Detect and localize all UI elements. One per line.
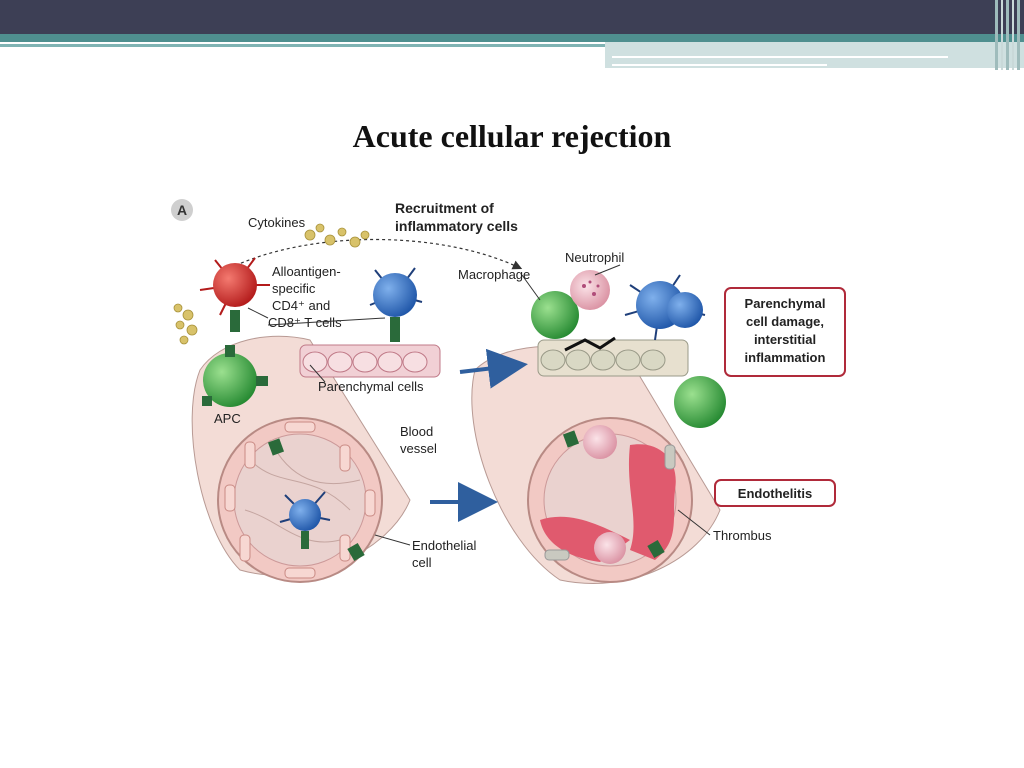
header-edge-stripes: [995, 0, 1020, 70]
label-endothelitis: Endothelitis: [738, 486, 812, 501]
progression-arrow-upper: [459, 348, 528, 389]
red-t-cell: [199, 257, 270, 332]
apc-cell: [202, 345, 268, 407]
neutrophil-cell: [570, 270, 610, 310]
header-bar: [0, 0, 1024, 34]
label-tcells-3: CD4⁺ and: [272, 298, 330, 313]
label-neutrophil: Neutrophil: [565, 250, 624, 265]
damage-line-2: cell damage,: [746, 314, 824, 329]
label-parenchymal-cells: Parenchymal cells: [318, 379, 424, 394]
label-endothelial-1: Endothelial: [412, 538, 476, 553]
label-recruitment-1: Recruitment of: [395, 200, 494, 216]
label-blood-1: Blood: [400, 424, 433, 439]
damage-box: Parenchymal cell damage, interstitial in…: [724, 287, 846, 377]
label-tcells-1: Alloantigen-: [272, 264, 341, 279]
left-parenchymal-cells: [299, 344, 441, 378]
label-recruitment-2: inflammatory cells: [395, 218, 518, 234]
label-tcells-2: specific: [272, 281, 316, 296]
blue-t-cell-upper: [369, 267, 423, 342]
neutrophil-vessel-lower: [594, 532, 626, 564]
slide-title: Acute cellular rejection: [352, 118, 672, 154]
neutrophil-vessel-upper: [583, 425, 617, 459]
damage-line-4: inflammation: [745, 350, 826, 365]
blue-t-cell-right: [624, 274, 706, 341]
header-right-line: [612, 56, 948, 58]
label-thrombus: Thrombus: [713, 528, 772, 543]
macrophage-cell: [531, 291, 579, 339]
panel-label-badge: A: [171, 199, 193, 221]
label-blood-2: vessel: [400, 441, 437, 456]
label-macrophage: Macrophage: [458, 267, 530, 282]
endothelitis-box: Endothelitis: [714, 479, 836, 507]
green-cell-right: [674, 376, 726, 428]
pointer-lines: [247, 264, 711, 546]
label-cytokines: Cytokines: [248, 215, 306, 230]
cytokine-particles: [173, 223, 370, 345]
header-thin-line: [0, 44, 605, 47]
header-right-block: [605, 42, 1024, 68]
label-apc: APC: [214, 411, 241, 426]
right-parenchymal-cells: [537, 336, 689, 377]
endothelial-markers-left: [267, 438, 365, 562]
panel-label: A: [177, 202, 187, 218]
rejection-diagram: A: [171, 199, 846, 584]
header-right-line-short: [612, 64, 827, 66]
endothelial-markers-right: [562, 430, 665, 559]
blue-t-cell-vessel: [279, 491, 331, 549]
damage-line-3: interstitial: [754, 332, 816, 347]
damage-line-1: Parenchymal: [745, 296, 826, 311]
header-accent-bar: [0, 34, 1024, 42]
left-endothelial-ring: [224, 421, 376, 579]
label-endothelial-2: cell: [412, 555, 432, 570]
